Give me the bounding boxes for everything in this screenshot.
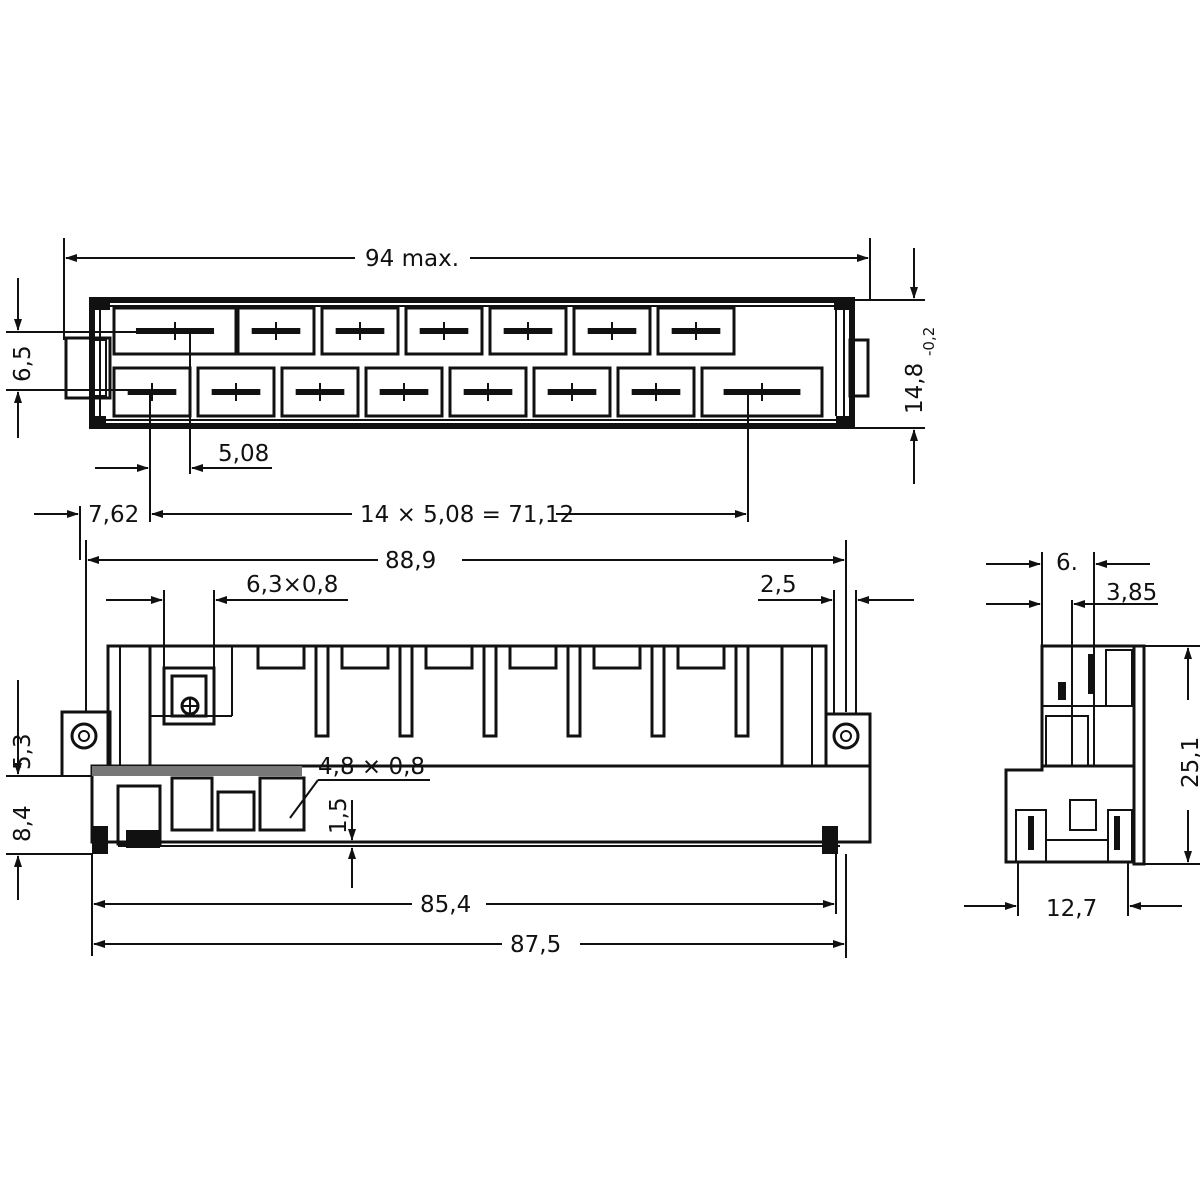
mounting-hole-left [70,722,98,750]
front-view: 88,9 6,3×0,8 2,5 5,3 8,4 4,8 × 0,8 1,5 [6,540,914,958]
contact-slot-lower [616,366,696,418]
left-pillar [106,644,152,766]
contact-slot-lower [280,366,360,418]
base-depth-label: 12,7 [1046,896,1097,922]
side-base [1004,764,1136,864]
right-mount-flange [824,712,872,776]
contact-span-label: 14 × 5,08 = 71,12 [360,502,574,528]
contact-slot-lower [700,366,824,418]
corner-block [836,416,852,426]
base-length-label: 87,5 [510,932,561,958]
end-offset-label: 7,62 [88,502,139,528]
contact-pin [340,644,414,738]
corner-block [834,300,852,310]
height-tolerance-label: -0,2 [920,327,938,356]
base-height-label: 8,4 [10,805,36,842]
height-label: 14,8 [902,363,928,414]
body-depth-label: 6. [1056,550,1078,576]
mounting-hole-right [832,722,860,750]
flange-height-label: 5,3 [10,733,36,770]
contact-slot-lower [448,366,528,418]
contact-slot-lower [364,366,444,418]
top-view: 94 max. 14,8 -0,2 6,5 5,08 7,62 14 × 5,0… [6,238,938,560]
contact-slot-lower [196,366,276,418]
solder-tab-label: 4,8 × 0,8 [318,754,425,780]
contact-pin [508,644,582,738]
contact-slot-upper [320,306,400,356]
contact-slot-upper [488,306,568,356]
right-flange [848,338,870,398]
contact-pin [256,644,330,738]
body-length-label: 85,4 [420,892,471,918]
hole-pitch-label: 88,9 [385,548,436,574]
terminal-block [162,666,216,726]
corner-block [92,300,110,310]
top-view-inner-frame [99,305,845,421]
standoff-label: 1,5 [326,797,352,834]
row-spacing-label: 6,5 [10,345,36,382]
offset-label: 3,85 [1106,580,1157,606]
upper-contact-row [112,306,736,356]
base-hatching [92,766,302,776]
contact-pin [676,644,750,738]
left-flange [64,336,112,400]
corner-block [92,416,106,426]
pitch-label: 5,08 [218,441,269,467]
contact-slot-upper [404,306,484,356]
contact-slot-lower [112,366,192,418]
side-view: 6. 3,85 25,1 12,7 [964,550,1200,922]
total-height-label: 25,1 [1178,737,1200,788]
lower-contact-row [112,366,824,418]
base-body [90,764,872,844]
contact-slot-upper [236,306,316,356]
contact-pins [256,644,750,738]
contact-pin [592,644,666,738]
left-flange-tab [91,339,107,397]
contact-slot-lower [532,366,612,418]
right-pillar [780,644,828,766]
contact-slot-upper [656,306,736,356]
contact-pin [424,644,498,738]
side-back-plate [1132,644,1146,866]
flange-width-label: 2,5 [760,572,797,598]
overall-length-label: 94 max. [365,246,459,272]
top-view-body [89,297,855,429]
pin-section-label: 6,3×0,8 [246,572,338,598]
contact-slot-upper [572,306,652,356]
